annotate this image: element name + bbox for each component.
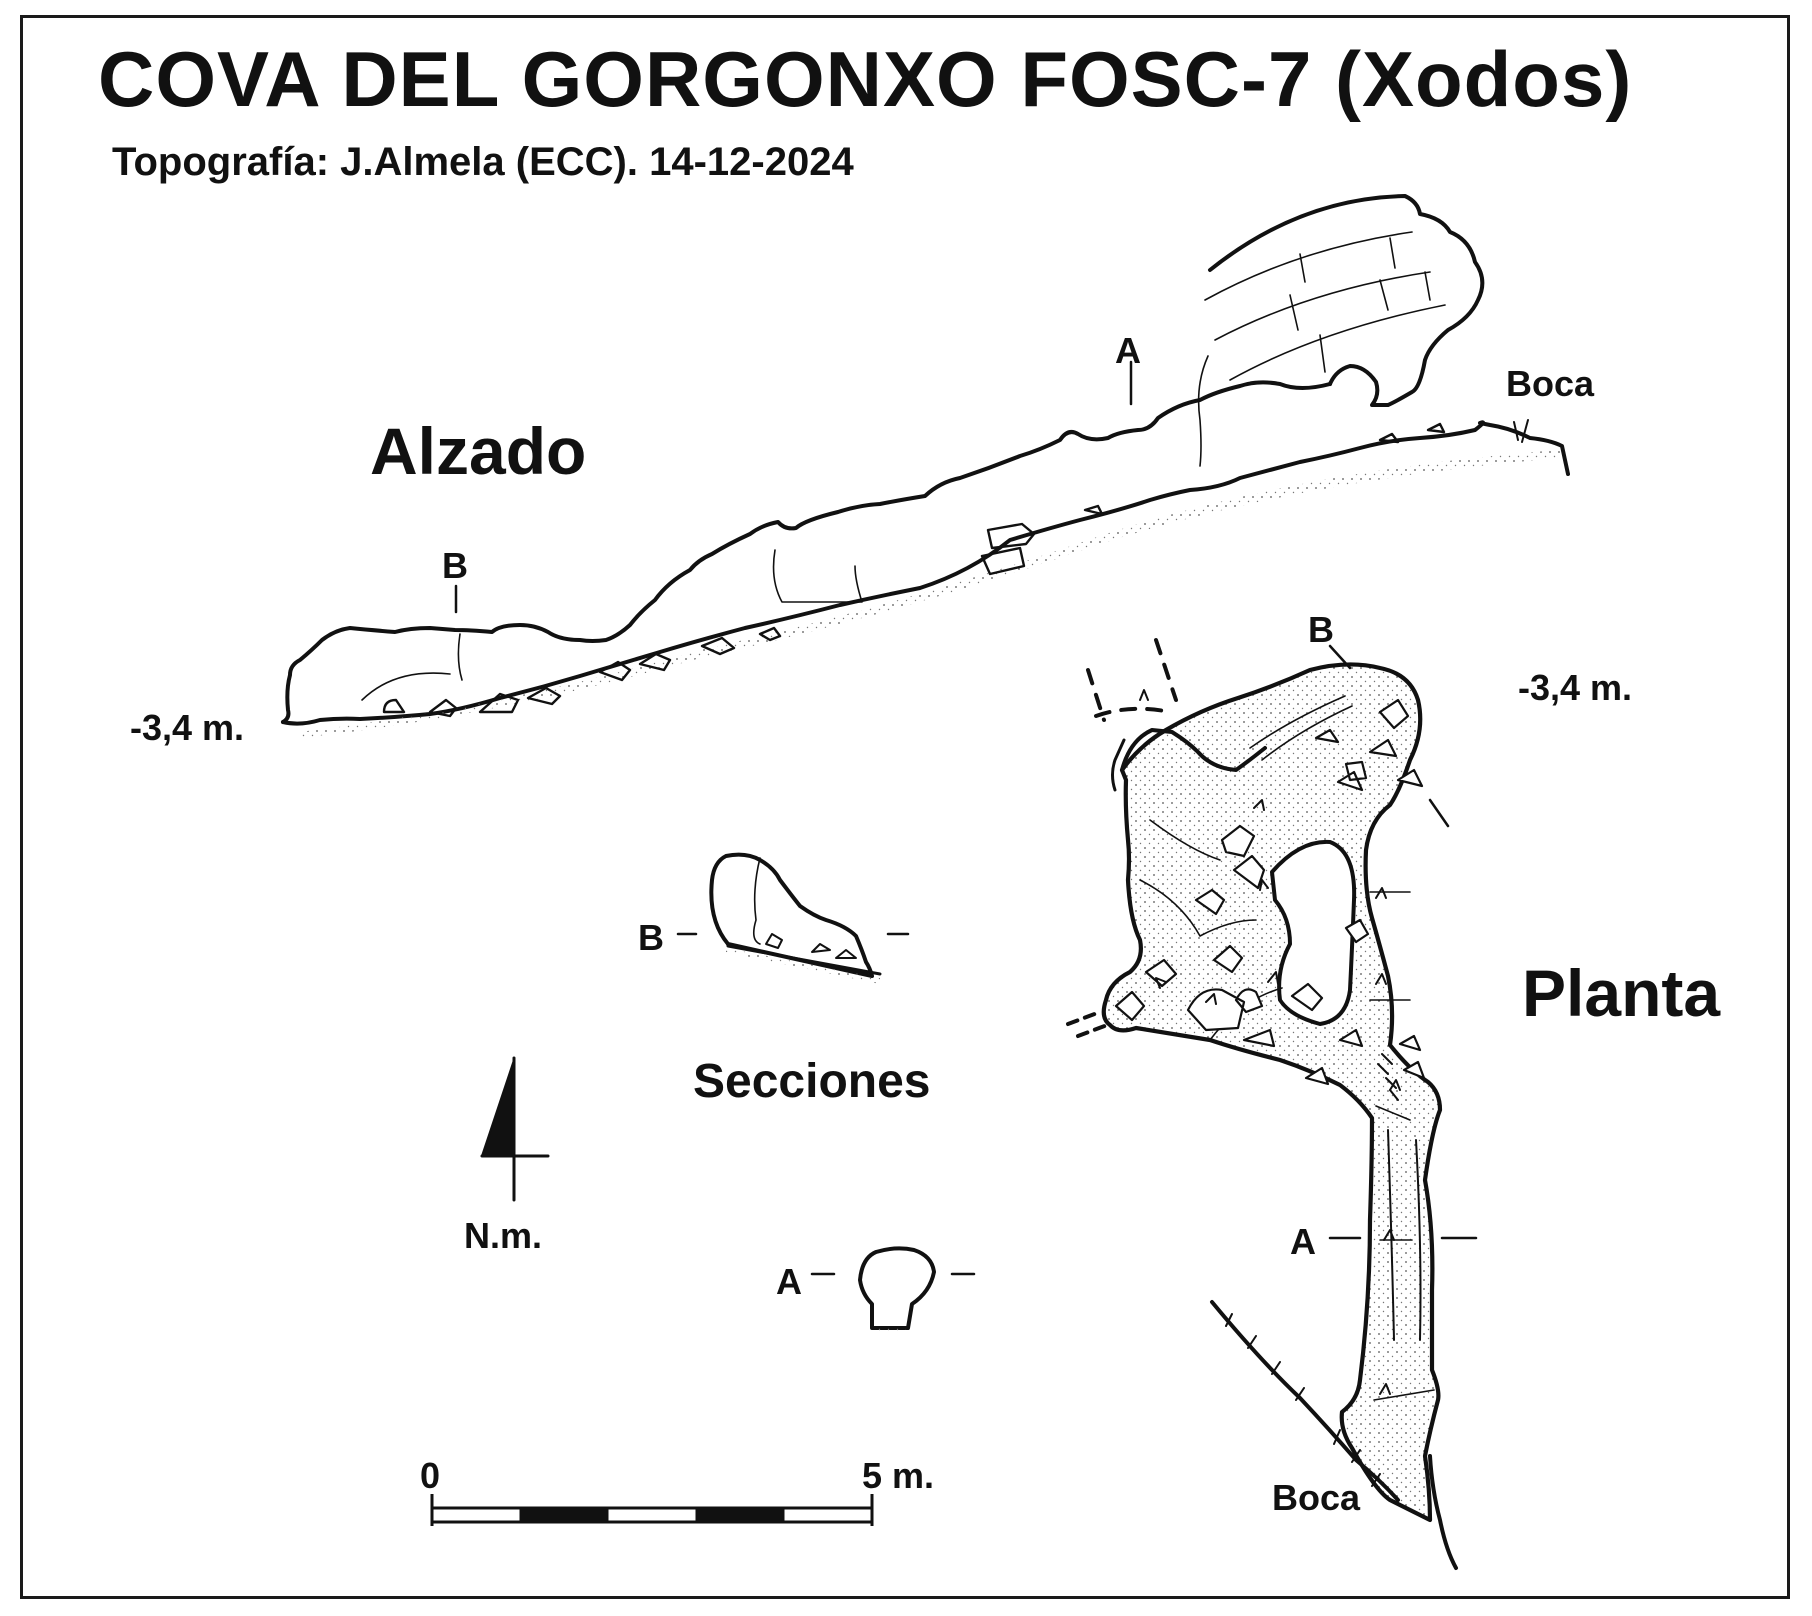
cross-section-a — [810, 1246, 976, 1332]
elevation-section-a-label: A — [1115, 330, 1141, 371]
entrance-rock-outline — [1208, 194, 1485, 407]
elevation-depth-label: -3,4 m. — [130, 707, 245, 748]
cross-section-a-label: A — [776, 1261, 802, 1302]
cross-section-b — [676, 852, 910, 984]
scale-end-label: 5 m. — [862, 1455, 935, 1496]
plan-depth-label: -3,4 m. — [1518, 667, 1633, 708]
survey-credit: Topografía: J.Almela (ECC). 14-12-2024 — [112, 140, 854, 184]
elevation-section-b-label: B — [442, 545, 468, 586]
elevation-profile — [281, 194, 1570, 738]
plan-passage — [1101, 662, 1443, 1523]
elevation-entrance-label: Boca — [1506, 363, 1595, 404]
plan-upper-branch — [1120, 728, 1267, 772]
north-arrow — [480, 1056, 550, 1202]
magnetic-north-label: N.m. — [464, 1215, 543, 1256]
plan-view — [1066, 638, 1478, 1570]
scale-bar — [430, 1494, 874, 1526]
scale-start-label: 0 — [420, 1455, 441, 1496]
plan-surface-slope — [1210, 1300, 1458, 1570]
map-frame — [20, 15, 1790, 1599]
view-title-planta: Planta — [1522, 956, 1721, 1030]
plan-section-b-label: B — [1308, 609, 1334, 650]
plan-section-a-label: A — [1290, 1221, 1316, 1262]
cross-section-b-label: B — [638, 917, 664, 958]
plan-pillar — [1270, 839, 1357, 1026]
elevation-ceiling — [281, 380, 1332, 724]
masonry-lines — [1204, 231, 1446, 381]
plan-entrance-label: Boca — [1272, 1477, 1361, 1518]
view-title-alzado: Alzado — [370, 414, 587, 488]
view-title-secciones: Secciones — [693, 1055, 931, 1108]
map-title: COVA DEL GORGONXO FOSC-7 (Xodos) — [98, 35, 1633, 123]
